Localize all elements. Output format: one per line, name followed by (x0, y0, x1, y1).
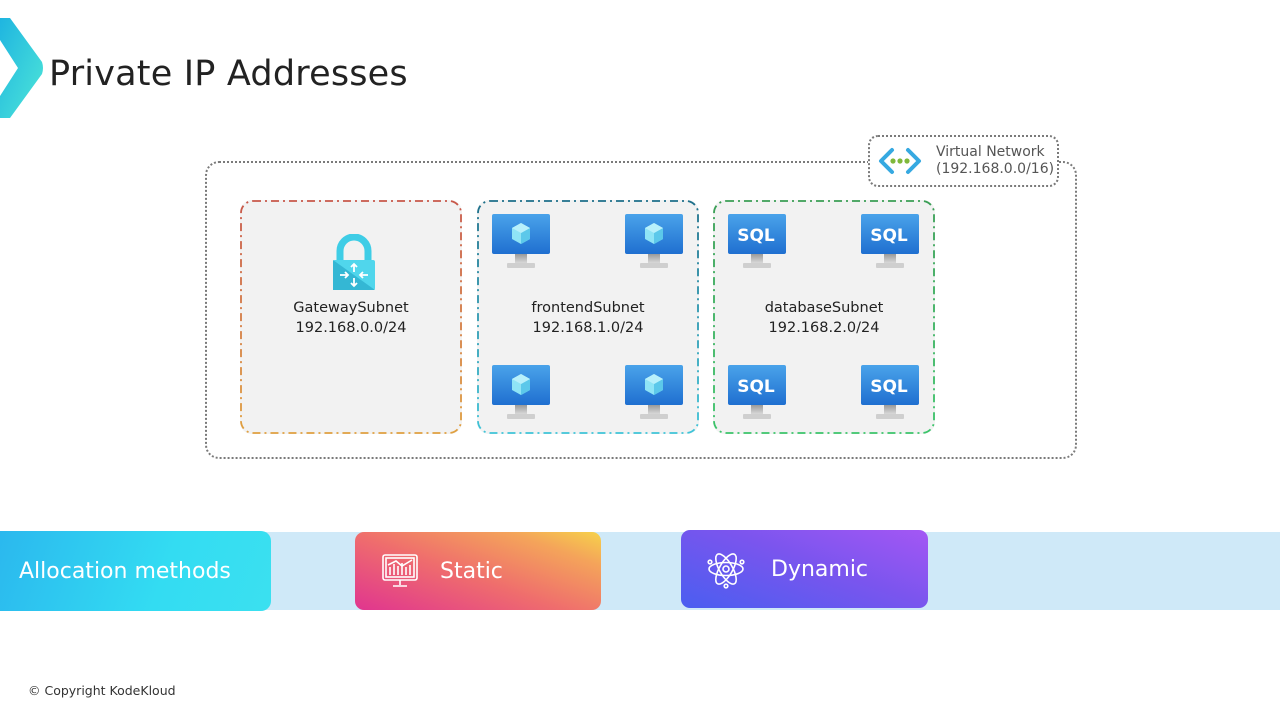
atom-icon (707, 553, 745, 589)
dynamic-label: Dynamic (771, 556, 869, 582)
subnet-border (477, 200, 699, 434)
chevron-right-icon (0, 18, 43, 118)
subnet-name: GatewaySubnet (293, 300, 409, 316)
gateway-subnet: GatewaySubnet 192.168.0.0/24 (240, 200, 462, 434)
svg-text:SQL: SQL (737, 377, 775, 397)
virtual-machine-icon (625, 214, 683, 268)
svg-text:SQL: SQL (870, 377, 908, 397)
virtual-machine-icon (492, 214, 550, 268)
frontend-subnet: frontendSubnet 192.168.1.0/24 (477, 200, 699, 434)
virtual-machine-icon (492, 365, 550, 419)
subnet-name: frontendSubnet (531, 300, 645, 316)
monitor-chart-icon (382, 554, 418, 587)
subnet-cidr: 192.168.1.0/24 (532, 320, 644, 336)
dynamic-method-button[interactable]: Dynamic (681, 530, 928, 608)
virtual-network-icon (879, 148, 921, 174)
virtual-network-name: Virtual Network (936, 144, 1045, 160)
virtual-network-frame (205, 161, 1077, 459)
static-method-button[interactable]: Static (355, 532, 601, 610)
allocation-methods-text: Allocation methods (19, 558, 231, 584)
allocation-methods-label: Allocation methods (0, 531, 271, 611)
page-title: Private IP Addresses (49, 54, 408, 94)
database-subnet: SQL SQL SQL SQL databaseSubnet 192.168.2… (713, 200, 935, 434)
subnet-name: databaseSubnet (764, 300, 884, 316)
sql-server-icon: SQL (861, 214, 919, 268)
subnet-border (240, 200, 462, 434)
subnet-cidr: 192.168.2.0/24 (768, 320, 880, 336)
sql-server-icon: SQL (728, 214, 786, 268)
sql-server-icon: SQL (728, 365, 786, 419)
sql-server-icon: SQL (861, 365, 919, 419)
vpn-gateway-lock-icon (333, 234, 375, 290)
virtual-network-address: (192.168.0.0/16) (936, 161, 1055, 177)
subnet-border (713, 200, 935, 434)
copyright-footer: © Copyright KodeKloud (28, 683, 176, 698)
subnet-cidr: 192.168.0.0/24 (295, 320, 407, 336)
svg-text:SQL: SQL (737, 226, 775, 246)
virtual-machine-icon (625, 365, 683, 419)
static-label: Static (440, 558, 503, 584)
virtual-network-label: Virtual Network (192.168.0.0/16) (868, 135, 1059, 187)
svg-text:SQL: SQL (870, 226, 908, 246)
